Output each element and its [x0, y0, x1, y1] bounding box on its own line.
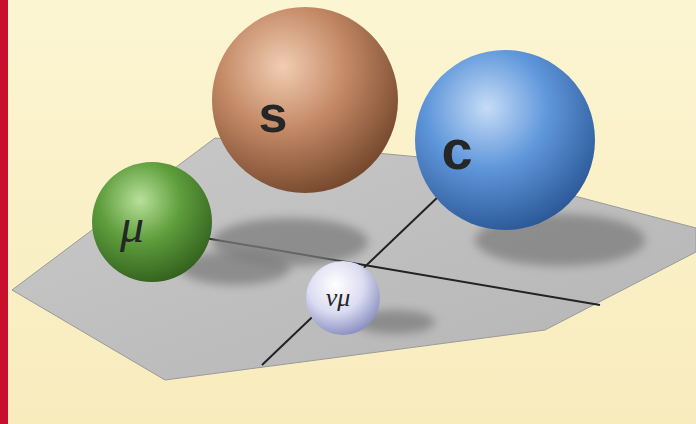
strange-quark-sphere: s: [212, 7, 398, 193]
sphere-outline: [212, 7, 398, 193]
sphere: [92, 162, 212, 282]
sphere-outline: [92, 162, 212, 282]
sphere: [415, 50, 595, 230]
muon-neutrino-sphere: νμ: [306, 261, 380, 335]
border-strip: [0, 0, 8, 424]
particle-symbol: μ: [120, 202, 144, 250]
particle-symbol: c: [441, 122, 472, 178]
muon-sphere: μ: [92, 162, 212, 282]
particle-symbol: νμ: [326, 285, 351, 311]
charm-quark-sphere: c: [415, 50, 595, 230]
sphere: [306, 261, 380, 335]
particle-symbol: s: [259, 88, 288, 140]
sphere: [212, 7, 398, 193]
